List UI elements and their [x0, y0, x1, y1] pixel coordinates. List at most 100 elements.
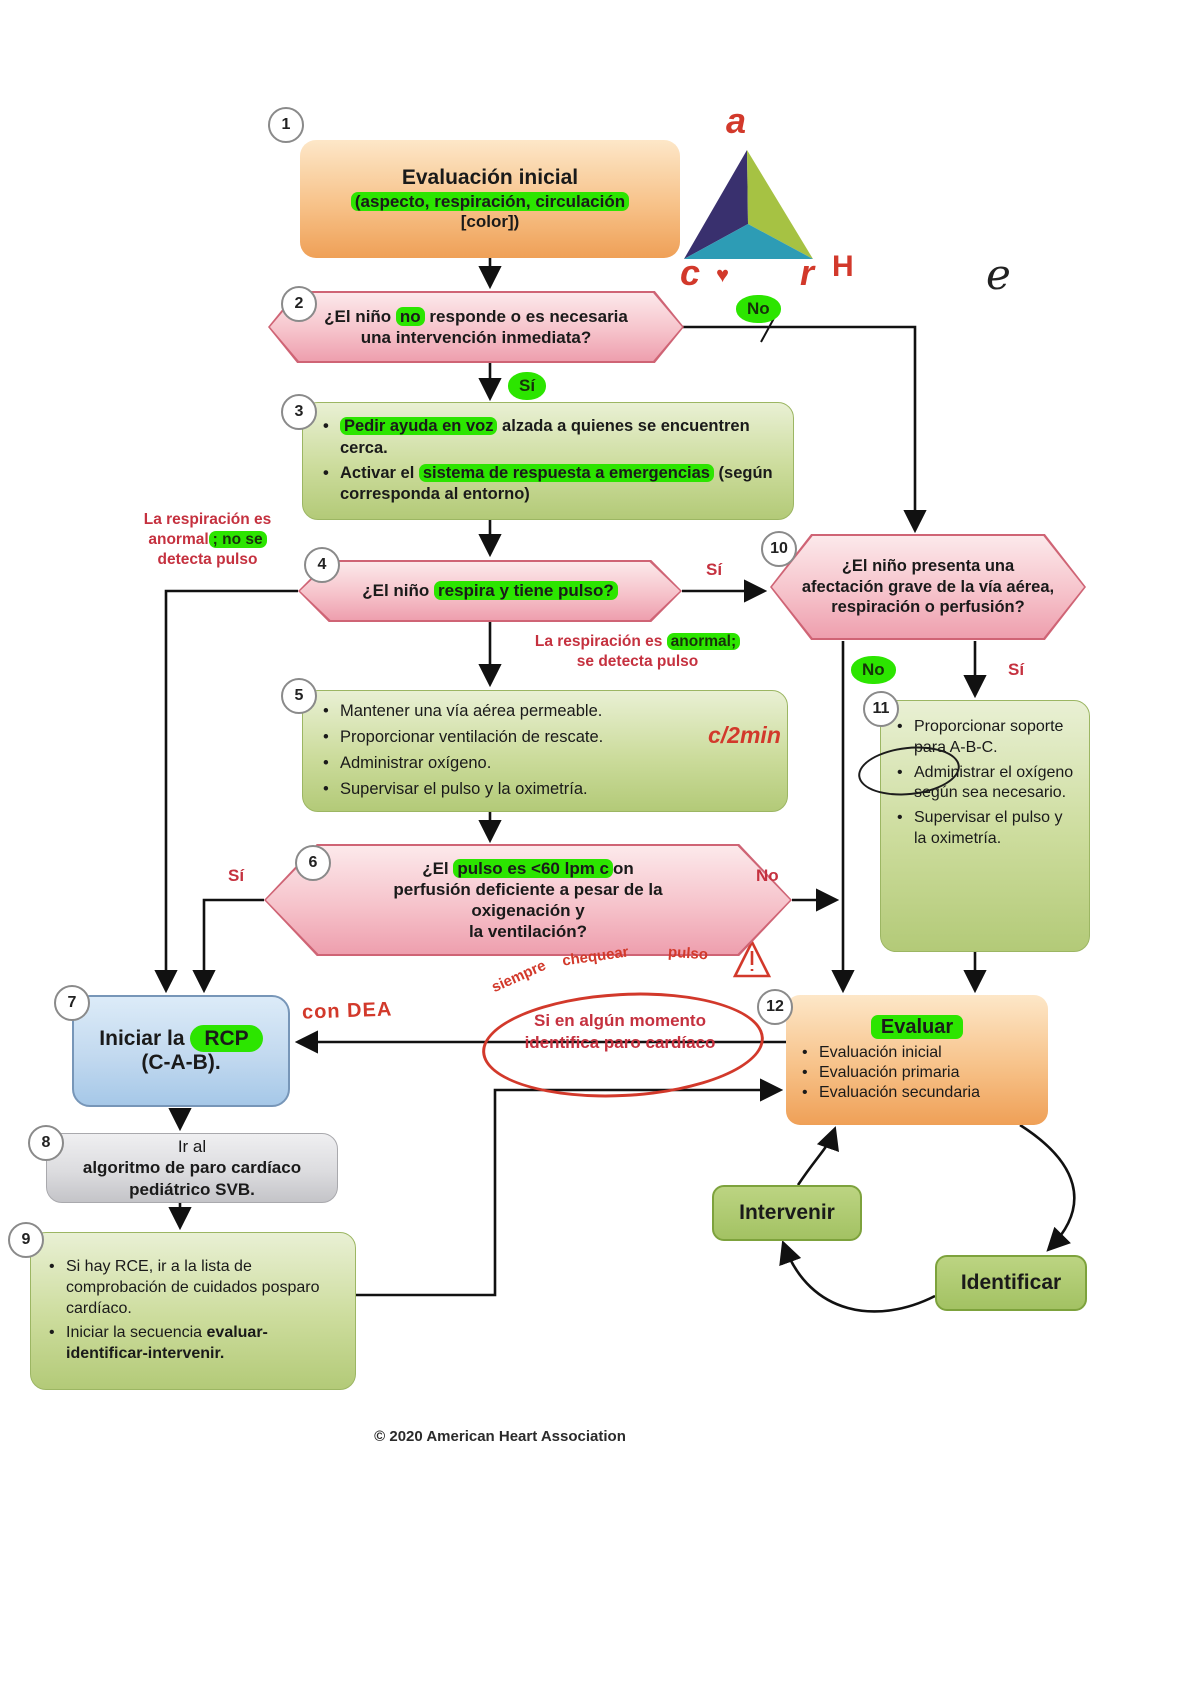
node-go-to-cardiac-arrest-algorithm: Ir al algoritmo de paro cardíaco pediátr…: [46, 1133, 338, 1203]
hex6-q-line3: oxigenación y: [471, 901, 585, 920]
node7-line1: Iniciar la RCP: [74, 1025, 288, 1052]
node1-subtitle2: [color]): [460, 212, 520, 231]
hex10-fill: [772, 536, 1084, 638]
resp-left-line1: La respiración es: [143, 511, 272, 528]
cycle-intervene-box: Intervenir: [712, 1185, 862, 1241]
callout-line2: identifica paro cardíaco: [524, 1033, 716, 1053]
step-badge-12: 12: [757, 989, 793, 1025]
hand-note-con-dea: con DEA: [301, 998, 393, 1024]
copyright-footer: © 2020 American Heart Association: [374, 1428, 626, 1445]
node5-bullet1: Mantener una vía aérea permeable.: [323, 701, 767, 723]
hex2-q-post: responde o es necesaria: [424, 306, 628, 326]
hex2-q-highlight: no: [395, 306, 425, 326]
node1-title: Evaluación inicial: [401, 166, 579, 189]
hex6-q-post: on: [613, 858, 634, 878]
node12-title-highlight: Evaluar: [870, 1015, 964, 1039]
node12-bullet1: Evaluación inicial: [802, 1044, 1032, 1062]
node3-b2-rest: (según corresponda al entorno): [340, 464, 773, 504]
step-badge-9: 9: [8, 1222, 44, 1258]
label-abnormal-breathing-no-pulse: La respiración es anormal; no se detecta…: [120, 510, 295, 570]
hand-letter-e: e: [986, 250, 1011, 299]
hex6-q-line4: la ventilación?: [468, 922, 588, 942]
step-badge-4: 4: [304, 547, 340, 583]
hex2-fill: [270, 293, 682, 361]
step-badge-7: 7: [54, 985, 90, 1021]
node3-b1-rest: alzada a quienes se encuentren cerca.: [340, 417, 750, 457]
node-rosc-checklist: Si hay RCE, ir a la lista de comprobació…: [30, 1232, 356, 1390]
node8-line3: pediátrico SVB.: [129, 1179, 255, 1199]
hex6-q-pre: ¿El: [422, 858, 454, 878]
step-badge-6: 6: [295, 845, 331, 881]
node-evaluate: Evaluar Evaluación inicial Evaluación pr…: [786, 995, 1048, 1125]
step-badge-8: 8: [28, 1125, 64, 1161]
hex10-question: ¿El niño presenta una afectación grave d…: [770, 534, 1086, 640]
resp-mid-line1-highlight: anormal;: [666, 633, 741, 650]
hand-letter-r: r: [800, 252, 815, 293]
label-no-6: No: [756, 866, 779, 885]
label-no-10: No: [851, 656, 896, 684]
node12-bullet2: Evaluación primaria: [802, 1064, 1032, 1082]
hex2-question: ¿El niño no responde o es necesaria una …: [268, 291, 684, 363]
node7-pre: Iniciar la: [99, 1027, 191, 1050]
node-start-cpr: Iniciar la RCP (C-A-B).: [72, 995, 290, 1107]
node-support-abc: Proporcionar soporte para A-B-C. Adminis…: [880, 700, 1090, 952]
resp-left-line2-pre: anormal: [148, 531, 209, 549]
node5-bullet2: Proporcionar ventilación de rescate.: [323, 727, 767, 749]
node8-line1: Ir al: [177, 1137, 207, 1157]
node8-line2: algoritmo de paro cardíaco: [82, 1158, 302, 1178]
node7-line2: (C-A-B).: [141, 1051, 221, 1074]
step-badge-10: 10: [761, 531, 797, 567]
assessment-triangle-graphic: [684, 150, 813, 259]
callout-line1: Si en algún momento: [534, 1011, 706, 1030]
label-si-4: Sí: [706, 560, 723, 579]
node5-bullet4: Supervisar el pulso y la oximetría.: [323, 779, 767, 801]
step-badge-2: 2: [281, 286, 317, 322]
node3-bullet1: Pedir ayuda en voz alzada a quienes se e…: [323, 416, 773, 459]
node7-rcp-highlight: RCP: [190, 1025, 263, 1052]
resp-left-line3: detecta pulso: [157, 551, 258, 569]
node-call-for-help: Pedir ayuda en voz alzada a quienes se e…: [302, 402, 794, 520]
decision-severe-airway-breathing-perfusion: ¿El niño presenta una afectación grave d…: [770, 534, 1086, 640]
node3-bullet2: Activar el sistema de respuesta a emerge…: [323, 463, 773, 506]
hand-warning-icon: [732, 939, 772, 978]
node9-b2-bold: evaluar-identificar-intervenir.: [66, 1324, 268, 1363]
step-badge-3: 3: [281, 394, 317, 430]
hand-letter-h: H: [832, 250, 854, 283]
label-no-2: No: [736, 295, 781, 323]
resp-mid-line1-pre: La respiración es: [534, 633, 667, 650]
label-si-2: Sí: [508, 372, 547, 400]
resp-mid-line2: se detecta pulso: [576, 653, 699, 671]
node1-subtitle-highlight: (aspecto, respiración, circulación: [350, 192, 630, 211]
step-badge-5: 5: [281, 678, 317, 714]
node-initial-evaluation: Evaluación inicial (aspecto, respiración…: [300, 140, 680, 258]
node11-abc-text: A-B-C.: [949, 738, 998, 756]
hex4-q-pre: ¿El niño: [362, 581, 435, 601]
node11-bullet2: Administrar el oxígeno según sea necesar…: [897, 763, 1075, 805]
node3-b2-pre: Activar el: [340, 464, 419, 482]
hex6-q-highlight: pulso es <60 lpm c: [453, 858, 614, 878]
node1-subtitle: (aspecto, respiración, circulación: [318, 192, 662, 212]
node-airway-ventilation-oxygen: Mantener una vía aérea permeable. Propor…: [302, 690, 788, 812]
hex6-q-line2: perfusión deficiente a pesar de la: [393, 879, 663, 899]
node9-b2-pre: Iniciar la secuencia: [66, 1324, 207, 1342]
hex2-q-line2: una intervención inmediata?: [360, 328, 592, 347]
hand-note-c2min: c/2min: [708, 722, 781, 748]
step-badge-1: 1: [268, 107, 304, 143]
cycle-identify-box: Identificar: [935, 1255, 1087, 1311]
callout-cardiac-arrest-text: Si en algún momento identifica paro card…: [500, 1010, 740, 1054]
hex2-q-pre: ¿El niño: [324, 306, 396, 326]
decision-breathing-and-pulse: ¿El niño respira y tiene pulso?: [298, 560, 682, 622]
node3-b1-highlight: Pedir ayuda en voz: [340, 417, 498, 436]
node11-bullet3: Supervisar el pulso y la oximetría.: [897, 808, 1075, 850]
decision-child-unresponsive: ¿El niño no responde o es necesaria una …: [268, 291, 684, 363]
hex4-question: ¿El niño respira y tiene pulso?: [298, 560, 682, 622]
label-si-10: Sí: [1008, 660, 1025, 679]
node3-b2-highlight: sistema de respuesta a emergencias: [418, 464, 714, 482]
hex10-q-line2: afectación grave de la vía aérea,: [801, 577, 1055, 596]
node9-bullet2: Iniciar la secuencia evaluar-identificar…: [49, 1323, 337, 1365]
hand-letter-c: c: [680, 252, 701, 293]
